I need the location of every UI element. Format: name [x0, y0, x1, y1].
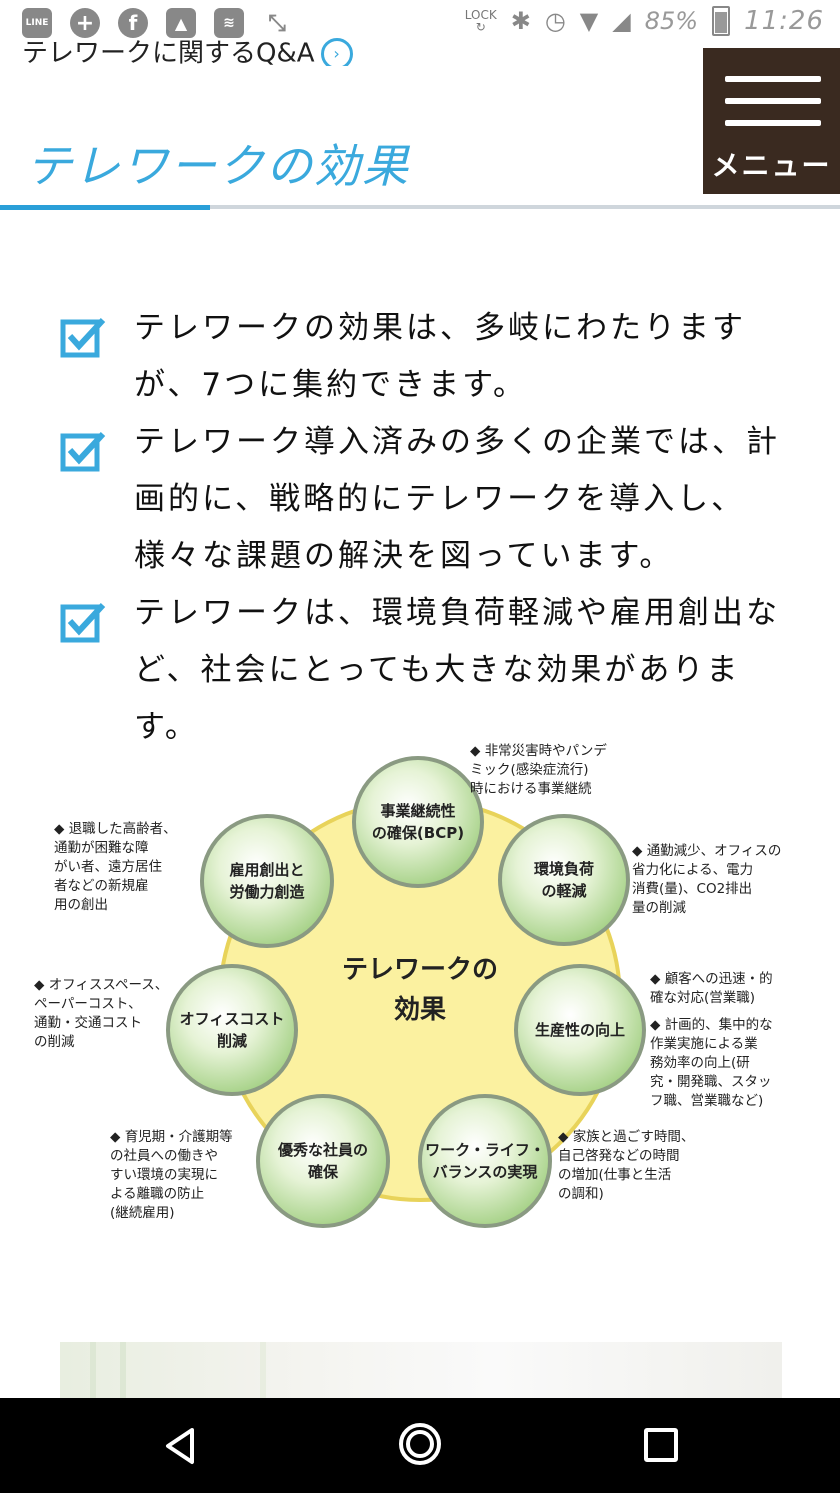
note-bcp: 非常災害時やパンデ ミック(感染症流行) 時における事業継続: [470, 742, 607, 799]
note-work-life-balance: 家族と過ごす時間、 自己啓発などの時間 の増加(仕事と生活 の調和): [558, 1128, 694, 1204]
checkbox-icon: [60, 602, 106, 643]
node-talent: 優秀な社員の 確保: [256, 1094, 390, 1228]
node-job-creation: 雇用創出と 労働力創造: [200, 814, 334, 948]
back-icon[interactable]: [160, 1426, 200, 1466]
office-photo: [60, 1342, 782, 1398]
list-item: テレワークの効果は、多岐にわたりますが、7つに集約できます。: [60, 300, 780, 414]
signal-icon: ◢: [612, 7, 631, 35]
node-work-life-balance: ワーク・ライフ・ バランスの実現: [418, 1094, 552, 1228]
diagram-center-label: テレワークの 効果: [341, 955, 498, 1025]
router-icon: ≋: [214, 8, 244, 38]
battery-icon: [712, 6, 731, 36]
node-productivity: 生産性の向上: [514, 964, 646, 1096]
effect-summary-list: テレワークの効果は、多岐にわたりますが、7つに集約できます。 テレワーク導入済み…: [60, 300, 780, 756]
navigation-bar: [0, 1398, 840, 1493]
list-item: テレワークは、環境負荷軽減や雇用創出など、社会にとっても大きな効果があります。: [60, 585, 780, 756]
alarm-icon: ◷: [544, 7, 566, 35]
qa-link[interactable]: テレワークに関するQ&A›: [22, 38, 353, 66]
checkbox-icon: [60, 317, 106, 358]
image-icon: ▲: [166, 8, 196, 38]
recent-apps-icon[interactable]: [644, 1428, 678, 1462]
status-bar: LINE + f ▲ ≋ ⤡ LOCK↻ ✱ ◷ ▼ ◢ 85% 11:26: [0, 0, 840, 46]
rotation-lock-icon: LOCK↻: [464, 8, 497, 34]
note-talent: 育児期・介護期等 の社員への働きや すい環境の実現に よる離職の防止 (継続雇用…: [110, 1128, 233, 1223]
notification-icons: LINE + f ▲ ≋ ⤡: [0, 8, 292, 38]
system-status: LOCK↻ ✱ ◷ ▼ ◢ 85% 11:26: [465, 6, 824, 36]
menu-button[interactable]: メニュー: [703, 48, 840, 194]
checkbox-icon: [60, 431, 106, 472]
facebook-icon: f: [118, 8, 148, 38]
menu-label: メニュー: [711, 149, 832, 182]
node-bcp: 事業継続性 の確保(BCP): [352, 756, 484, 888]
note-environment: 通勤減少、オフィスの 省力化による、電力 消費(量)、CO2排出 量の削減: [632, 842, 781, 918]
bullet-text: テレワーク導入済みの多くの企業では、計画的に、戦略的にテレワークを導入し、様々な…: [134, 424, 780, 574]
note-productivity-2: 計画的、集中的な 作業実施による業 務効率の向上(研 究・開発職、スタッ フ職、…: [650, 1016, 773, 1111]
wifi-icon: ▼: [579, 7, 599, 35]
add-icon: +: [70, 8, 100, 38]
page-title: テレワークの効果: [26, 139, 410, 193]
qa-link-text: テレワークに関するQ&A: [22, 38, 315, 67]
home-icon[interactable]: [398, 1422, 442, 1466]
battery-percent: 85%: [644, 7, 699, 35]
lock-label: LOCK: [464, 8, 497, 22]
bullet-text: テレワークの効果は、多岐にわたりますが、7つに集約できます。: [134, 310, 746, 403]
node-office-cost: オフィスコスト 削減: [166, 964, 298, 1096]
note-productivity-1: 顧客への迅速・的 確な対応(営業職): [650, 970, 773, 1008]
list-item: テレワーク導入済みの多くの企業では、計画的に、戦略的にテレワークを導入し、様々な…: [60, 414, 780, 585]
note-office-cost: オフィススペース、 ペーパーコスト、 通勤・交通コスト の削減: [34, 976, 168, 1052]
clock: 11:26: [744, 6, 824, 36]
telework-effects-diagram: テレワークの 効果 事業継続性 の確保(BCP) 環境負荷 の軽減 生産性の向上…: [0, 720, 840, 1260]
bluetooth-icon: ✱: [510, 7, 531, 35]
shrink-icon: ⤡: [268, 10, 286, 36]
line-icon: LINE: [22, 8, 52, 38]
note-job-creation: 退職した高齢者、 通勤が困難な障 がい者、遠方居住 者などの新規雇 用の創出: [54, 820, 177, 915]
node-environment: 環境負荷 の軽減: [498, 814, 630, 946]
bullet-text: テレワークは、環境負荷軽減や雇用創出など、社会にとっても大きな効果があります。: [134, 595, 780, 745]
arrow-circle-icon: ›: [320, 38, 353, 66]
title-underline: [0, 205, 840, 210]
hamburger-icon: [725, 76, 821, 142]
